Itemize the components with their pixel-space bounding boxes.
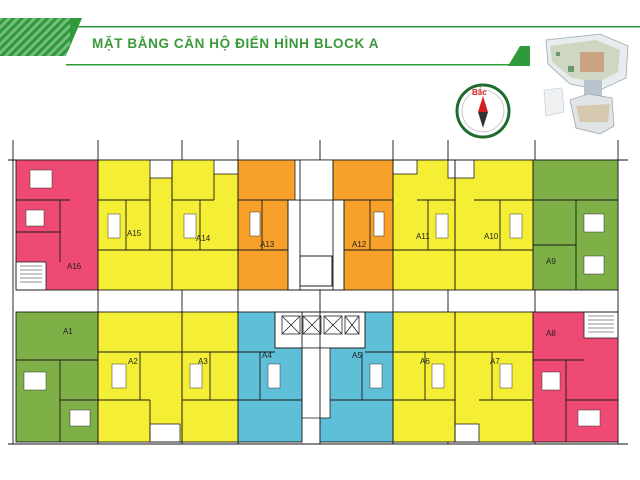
floor-plan bbox=[8, 140, 628, 445]
compass-icon bbox=[455, 83, 511, 139]
unit-label-A12: A12 bbox=[352, 240, 367, 249]
banner-right-corner bbox=[508, 46, 530, 66]
unit-label-A14: A14 bbox=[196, 234, 211, 243]
unit-label-A3: A3 bbox=[198, 357, 208, 366]
compass-label: Bắc bbox=[472, 88, 487, 97]
header-banner bbox=[0, 18, 640, 66]
furniture bbox=[23, 169, 605, 427]
stair-top-left bbox=[15, 261, 47, 291]
unit-label-A5: A5 bbox=[352, 351, 362, 360]
banner-bottom-line bbox=[66, 64, 530, 66]
unit-label-A6: A6 bbox=[420, 357, 430, 366]
unit-label-A13: A13 bbox=[260, 240, 275, 249]
unit-label-A11: A11 bbox=[416, 232, 430, 241]
site-map-thumbnail bbox=[540, 30, 632, 142]
unit-label-A2: A2 bbox=[128, 357, 138, 366]
bottom-row bbox=[16, 311, 619, 443]
page-title: MẶT BẰNG CĂN HỘ ĐIỂN HÌNH BLOCK A bbox=[92, 36, 380, 51]
unit-fill-A9 bbox=[533, 160, 618, 290]
unit-label-A15: A15 bbox=[127, 229, 142, 238]
top-row bbox=[15, 159, 618, 291]
banner-stripes bbox=[0, 18, 70, 56]
unit-fill-A14 bbox=[172, 160, 238, 290]
interior-walls bbox=[15, 159, 619, 443]
unit-fill-A7 bbox=[455, 312, 533, 442]
unit-label-A9: A9 bbox=[546, 257, 556, 266]
lift-shafts bbox=[281, 315, 360, 335]
unit-label-A4: A4 bbox=[262, 351, 272, 360]
unit-label-A10: A10 bbox=[484, 232, 499, 241]
unit-label-A8: A8 bbox=[546, 329, 556, 338]
unit-label-A7: A7 bbox=[490, 357, 500, 366]
core-top-lift bbox=[299, 255, 333, 287]
unit-label-A1: A1 bbox=[63, 327, 73, 336]
unit-label-A16: A16 bbox=[67, 262, 82, 271]
stair-bottom-right bbox=[583, 311, 619, 339]
unit-fill-A6 bbox=[393, 312, 455, 442]
banner-top-line bbox=[0, 26, 640, 28]
